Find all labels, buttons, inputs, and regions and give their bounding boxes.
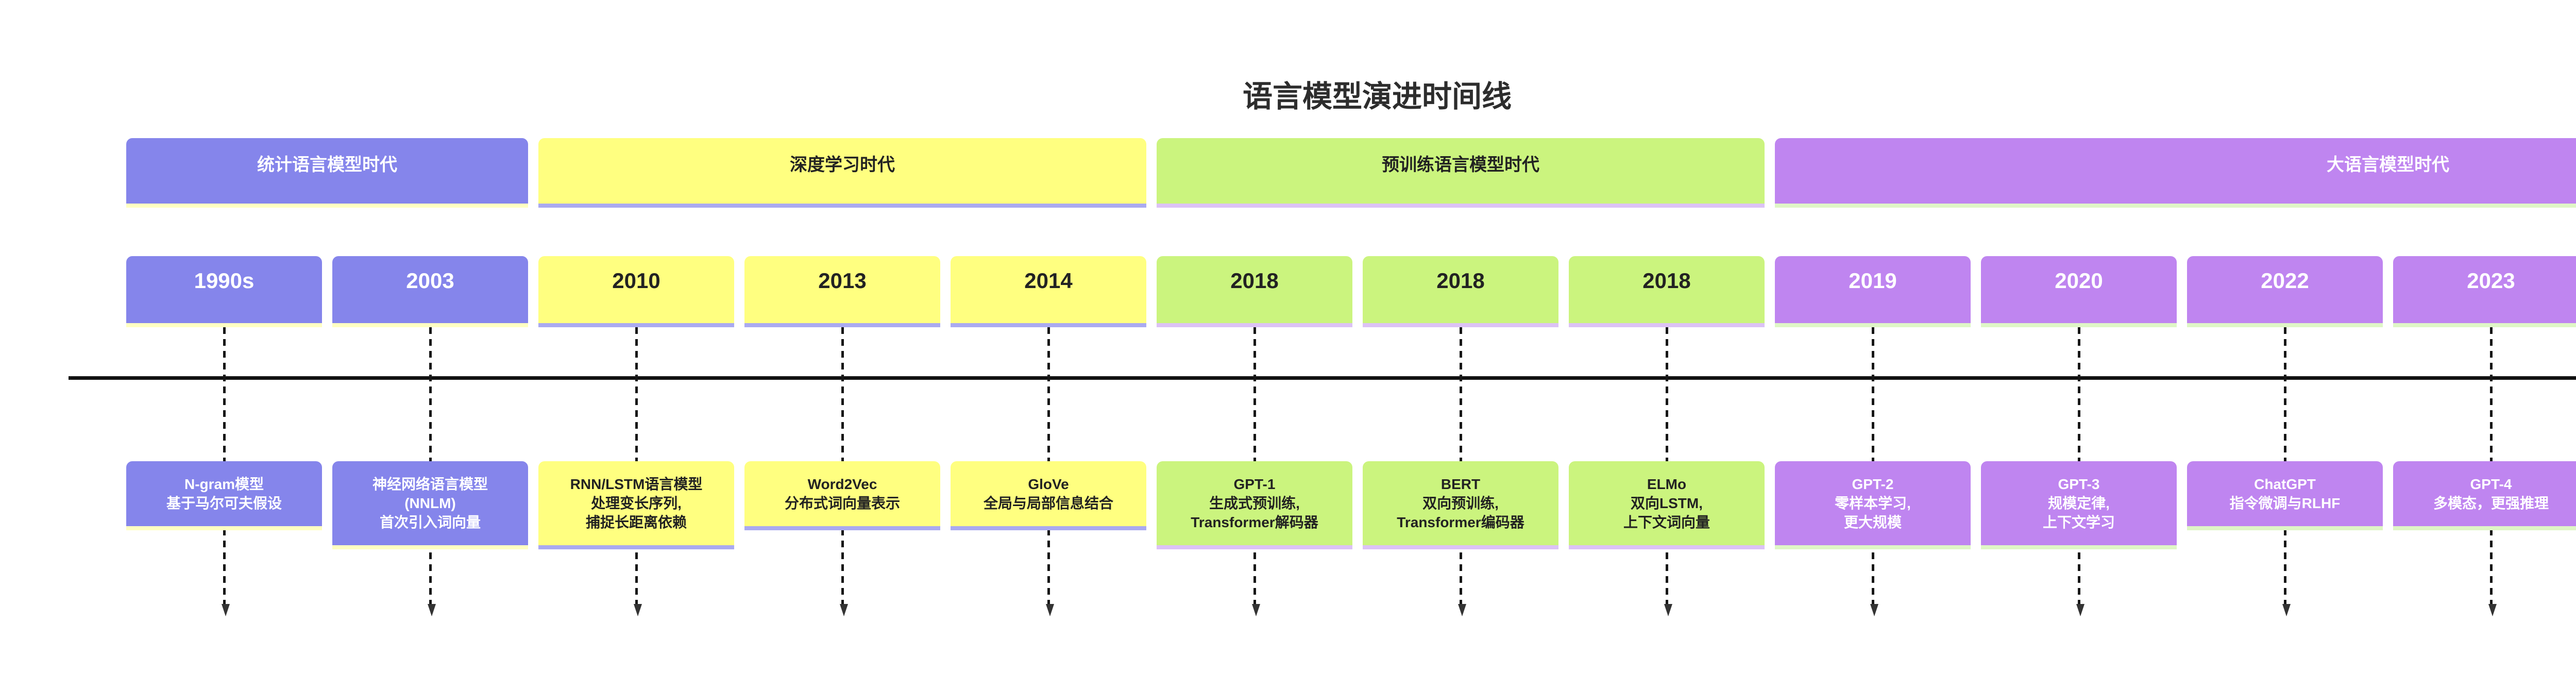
event-text: 上下文学习 — [2042, 514, 2115, 530]
event-text: 更大规模 — [1843, 514, 1902, 530]
year-label: 2003 — [406, 268, 454, 293]
event-box-gpt1: GPT-1 生成式预训练, Transformer解码器 — [1157, 461, 1352, 549]
event-box-elmo: ELMo 双向LSTM, 上下文词向量 — [1569, 461, 1765, 549]
year-label: 2023 — [2467, 268, 2515, 293]
event-text: 基于马尔可夫假设 — [166, 495, 282, 511]
year-box: 2013 — [744, 256, 940, 327]
year-box: 2023 — [2393, 256, 2576, 327]
event-text: 双向LSTM, — [1631, 495, 1703, 511]
arrow-down-icon — [1870, 604, 1878, 616]
event-text: GPT-3 — [2058, 476, 2100, 492]
era-band-llm: 大语言模型时代 — [1775, 138, 2576, 208]
year-box: 1990s — [126, 256, 322, 327]
event-text: 指令微调与RLHF — [2229, 495, 2341, 511]
event-text: GloVe — [1028, 476, 1069, 492]
event-box-rnn-lstm: RNN/LSTM语言模型处理变长序列, 捕捉长距离依赖 — [538, 461, 734, 549]
event-box-glove: GloVe 全局与局部信息结合 — [951, 461, 1146, 530]
event-box-gpt4: GPT-4 多模态，更强推理 — [2393, 461, 2576, 530]
event-text: ELMo — [1647, 476, 1687, 492]
event-text: 多模态，更强推理 — [2433, 495, 2549, 511]
year-box: 2003 — [332, 256, 528, 327]
arrow-down-icon — [1664, 604, 1672, 616]
era-label: 统计语言模型时代 — [257, 155, 397, 175]
era-label: 预训练语言模型时代 — [1382, 155, 1539, 175]
arrow-down-icon — [1045, 604, 1054, 616]
event-box-gpt3: GPT-3 规模定律, 上下文学习 — [1981, 461, 2177, 549]
event-text: 全局与局部信息结合 — [983, 495, 1113, 511]
event-text: 分布式词向量表示 — [784, 495, 900, 511]
year-box: 2018 — [1157, 256, 1352, 327]
era-band-pretrained: 预训练语言模型时代 — [1157, 138, 1765, 208]
event-text: 零样本学习, — [1835, 495, 1911, 511]
year-label: 2018 — [1436, 268, 1485, 293]
year-label: 2020 — [2055, 268, 2103, 293]
arrow-down-icon — [839, 604, 848, 616]
event-text: 处理变长序列, — [591, 495, 682, 511]
arrow-down-icon — [2282, 604, 2291, 616]
event-box-gpt2: GPT-2 零样本学习, 更大规模 — [1775, 461, 1971, 549]
era-band-statistical: 统计语言模型时代 — [126, 138, 528, 208]
year-label: 2013 — [818, 268, 867, 293]
year-label: 2010 — [612, 268, 660, 293]
event-text: ChatGPT — [2254, 476, 2316, 492]
event-text: 双向预训练, — [1422, 495, 1499, 511]
event-text: GPT-4 — [2470, 476, 2512, 492]
year-box: 2019 — [1775, 256, 1971, 327]
era-band-deep-learning: 深度学习时代 — [538, 138, 1146, 208]
arrow-down-icon — [1251, 604, 1260, 616]
arrow-down-icon — [427, 604, 436, 616]
event-box-chatgpt: ChatGPT 指令微调与RLHF — [2187, 461, 2383, 530]
event-text: 首次引入词向量 — [379, 514, 481, 530]
event-text: Transformer编码器 — [1397, 514, 1524, 530]
event-text: BERT — [1440, 476, 1481, 492]
arrow-down-icon — [1458, 604, 1466, 616]
event-text: 神经网络语言模型 — [372, 476, 488, 492]
year-box: 2014 — [951, 256, 1146, 327]
year-box: 2018 — [1363, 256, 1558, 327]
event-box-word2vec: Word2Vec 分布式词向量表示 — [744, 461, 940, 530]
timeline-axis — [69, 376, 2576, 380]
event-box-ngram: N-gram模型基于马尔可夫假设 — [126, 461, 322, 530]
year-label: 2018 — [1642, 268, 1691, 293]
page-title: 语言模型演进时间线 — [1242, 80, 1512, 113]
era-label: 深度学习时代 — [790, 155, 895, 175]
arrow-down-icon — [2488, 604, 2497, 616]
event-text: 生成式预训练, — [1209, 495, 1300, 511]
year-label: 1990s — [194, 268, 255, 293]
year-label: 2022 — [2261, 268, 2309, 293]
era-label: 大语言模型时代 — [2327, 155, 2449, 175]
event-text: (NNLM) — [404, 495, 456, 511]
event-box-bert: BERT 双向预训练, Transformer编码器 — [1363, 461, 1558, 549]
year-label: 2014 — [1024, 268, 1073, 293]
event-text: RNN/LSTM语言模型 — [570, 476, 703, 492]
event-text: Word2Vec — [807, 476, 877, 492]
year-box: 2018 — [1569, 256, 1765, 327]
event-text: GPT-2 — [1852, 476, 1894, 492]
event-text: 捕捉长距离依赖 — [585, 514, 687, 530]
event-text: 规模定律, — [2048, 495, 2110, 511]
event-text: GPT-1 — [1233, 476, 1276, 492]
arrow-down-icon — [633, 604, 642, 616]
year-box: 2010 — [538, 256, 734, 327]
event-text: Transformer解码器 — [1191, 514, 1318, 530]
year-label: 2019 — [1849, 268, 1897, 293]
event-box-nnlm: 神经网络语言模型 (NNLM) 首次引入词向量 — [332, 461, 528, 549]
event-text: N-gram模型 — [184, 476, 264, 492]
arrow-down-icon — [2076, 604, 2084, 616]
year-box: 2022 — [2187, 256, 2383, 327]
arrow-down-icon — [221, 604, 230, 616]
year-label: 2018 — [1230, 268, 1279, 293]
year-box: 2020 — [1981, 256, 2177, 327]
event-text: 上下文词向量 — [1623, 514, 1710, 530]
